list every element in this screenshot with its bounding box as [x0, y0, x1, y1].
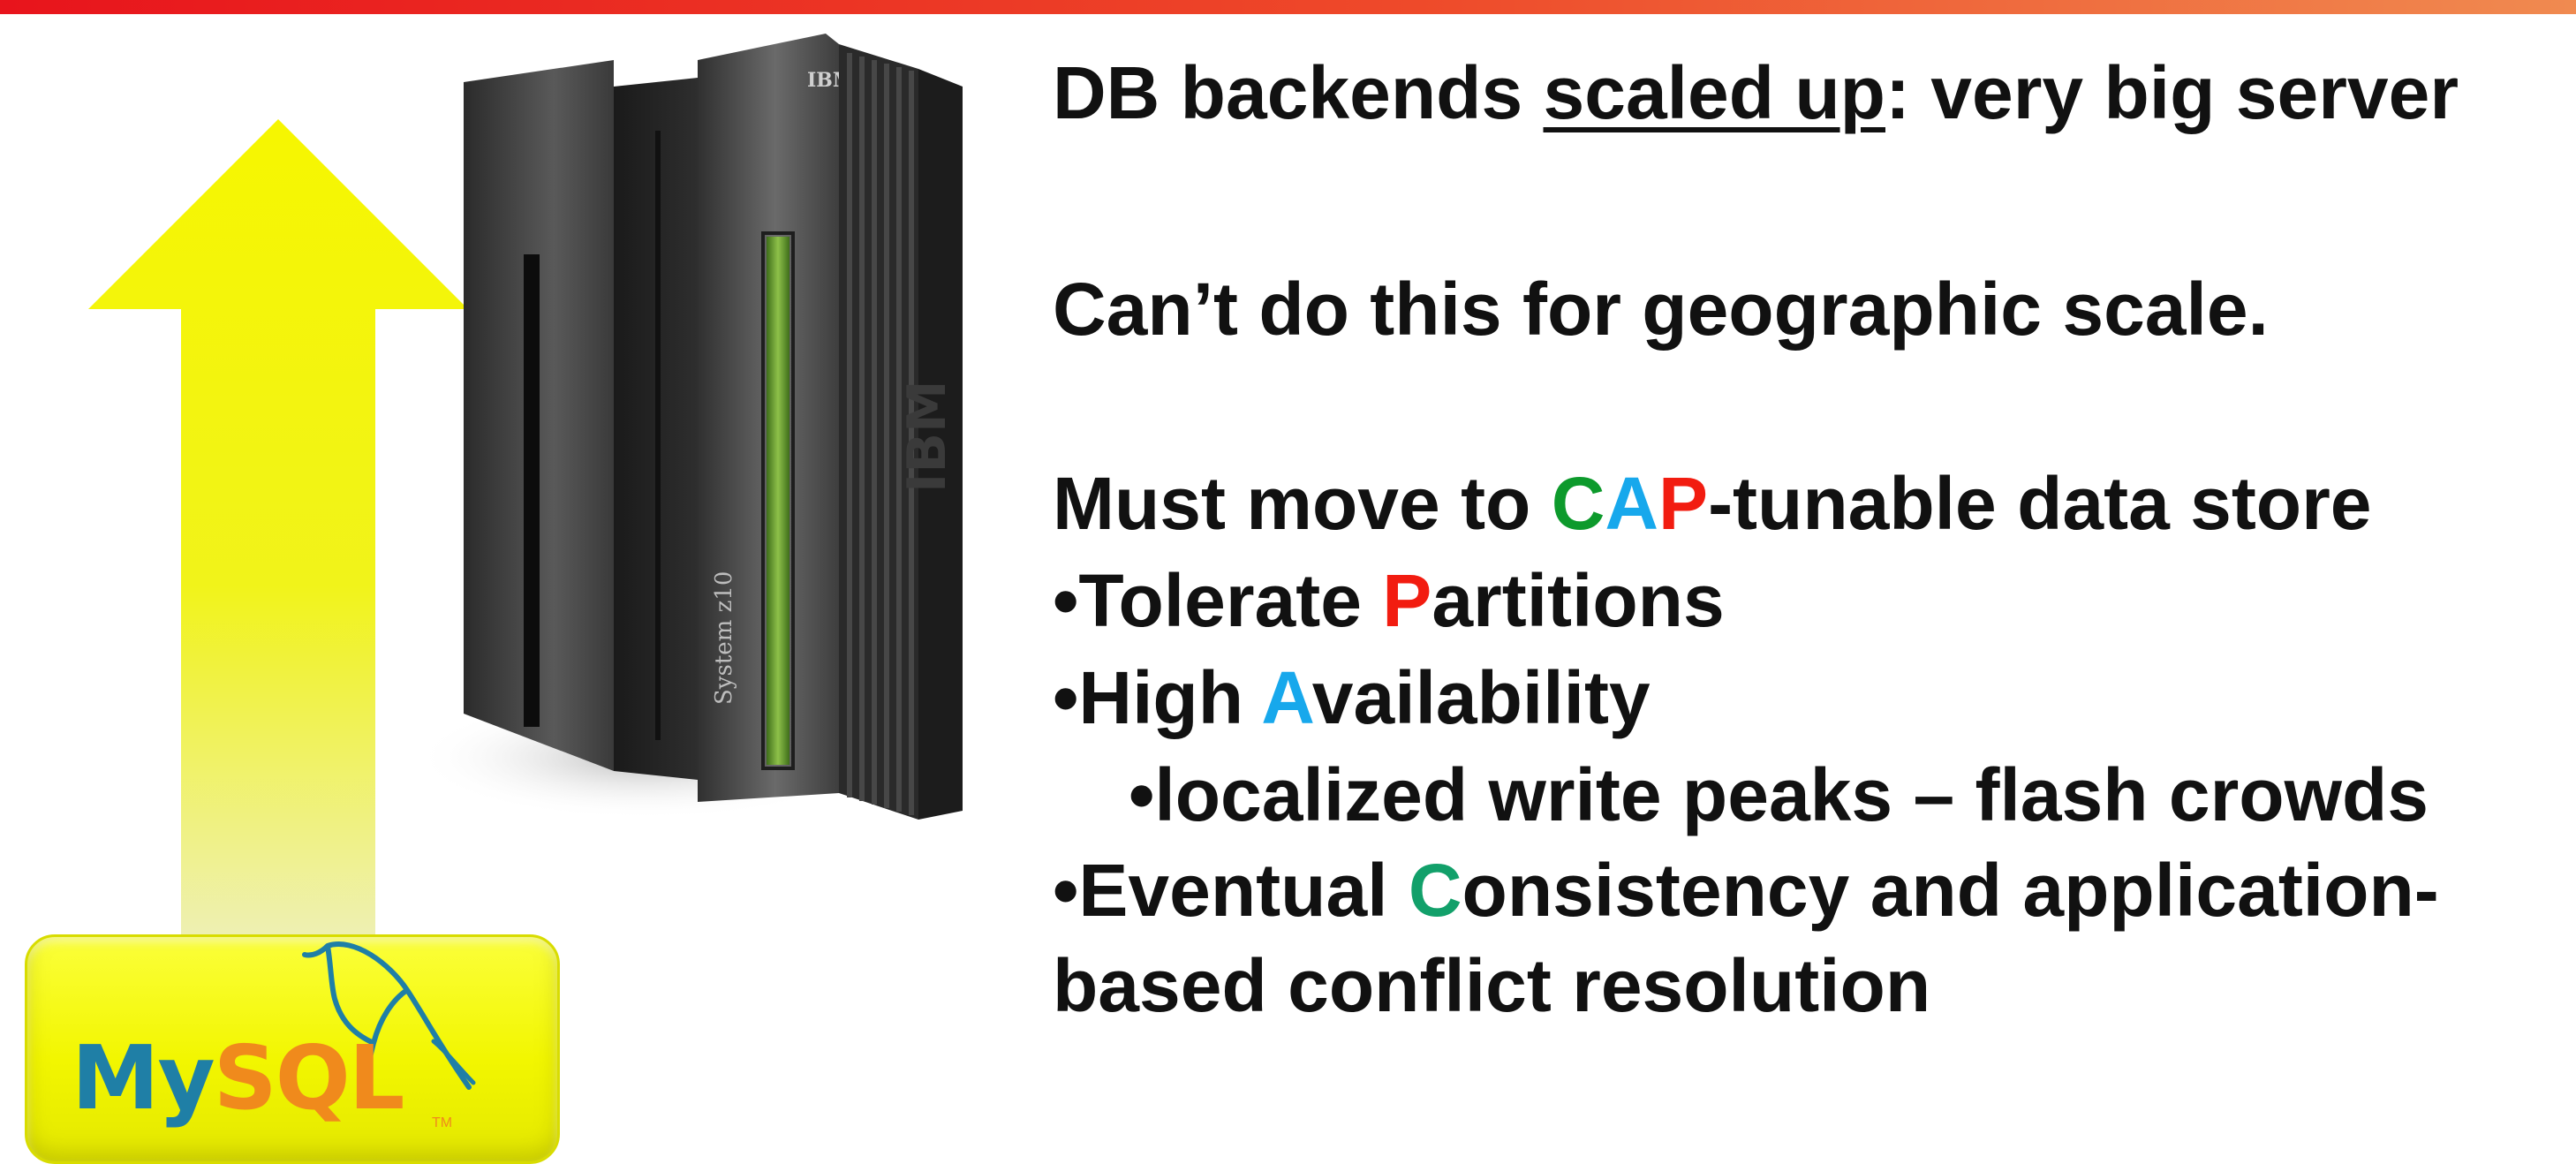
cap-a: A	[1605, 462, 1659, 545]
geographic-scale-line: Can’t do this for geographic scale.	[1053, 268, 2269, 351]
bullet3-highlight: C	[1408, 849, 1462, 932]
line3-after: -tunable data store	[1708, 462, 2372, 545]
dolphin-icon	[302, 941, 476, 1090]
line1-before: DB backends	[1053, 51, 1544, 134]
bullet-consistency-continued: based conflict resolution	[1053, 944, 1931, 1027]
bullet3-after: onsistency and application-	[1462, 849, 2439, 932]
sub-bullet-write-peaks: •localized write peaks – flash crowds	[1129, 753, 2429, 836]
heading-scaled-up: DB backends scaled up: very big server	[1053, 49, 2459, 137]
bullet1-highlight: P	[1382, 559, 1432, 642]
cap-p: P	[1658, 462, 1709, 545]
bullet2-after: vailability	[1311, 656, 1651, 739]
line1-after: : very big server	[1885, 51, 2459, 134]
bullet3-prefix: •Eventual	[1053, 849, 1409, 932]
line3-before: Must move to	[1053, 462, 1552, 545]
mysql-wordmark: MySQL	[72, 1034, 404, 1122]
mysql-trademark: TM	[432, 1115, 453, 1130]
up-arrow-icon	[88, 119, 468, 967]
mysql-my-text: My	[72, 1026, 215, 1130]
bullet2-prefix: •High	[1053, 656, 1262, 739]
mainframe-server-image: IBM System z10 IBM	[424, 34, 963, 820]
bullet1-after: artitions	[1432, 559, 1725, 642]
svg-text:IBM: IBM	[896, 380, 958, 493]
server-model: System z10	[711, 571, 737, 705]
mysql-sql-text: SQL	[213, 1026, 405, 1130]
cap-line: Must move to CAP-tunable data store	[1053, 459, 2372, 548]
line1-underlined: scaled up	[1543, 51, 1885, 134]
bullet-consistency: •Eventual Consistency and application-	[1053, 846, 2439, 934]
top-accent-bar	[0, 0, 2576, 14]
bullet-partitions: •Tolerate Partitions	[1053, 556, 1725, 645]
mysql-logo: MySQL TM	[25, 934, 560, 1164]
bullet2-highlight: A	[1261, 656, 1312, 739]
bullet1-prefix: •Tolerate	[1053, 559, 1383, 642]
cap-c: C	[1551, 462, 1605, 545]
bullet-availability: •High Availability	[1053, 654, 1651, 742]
